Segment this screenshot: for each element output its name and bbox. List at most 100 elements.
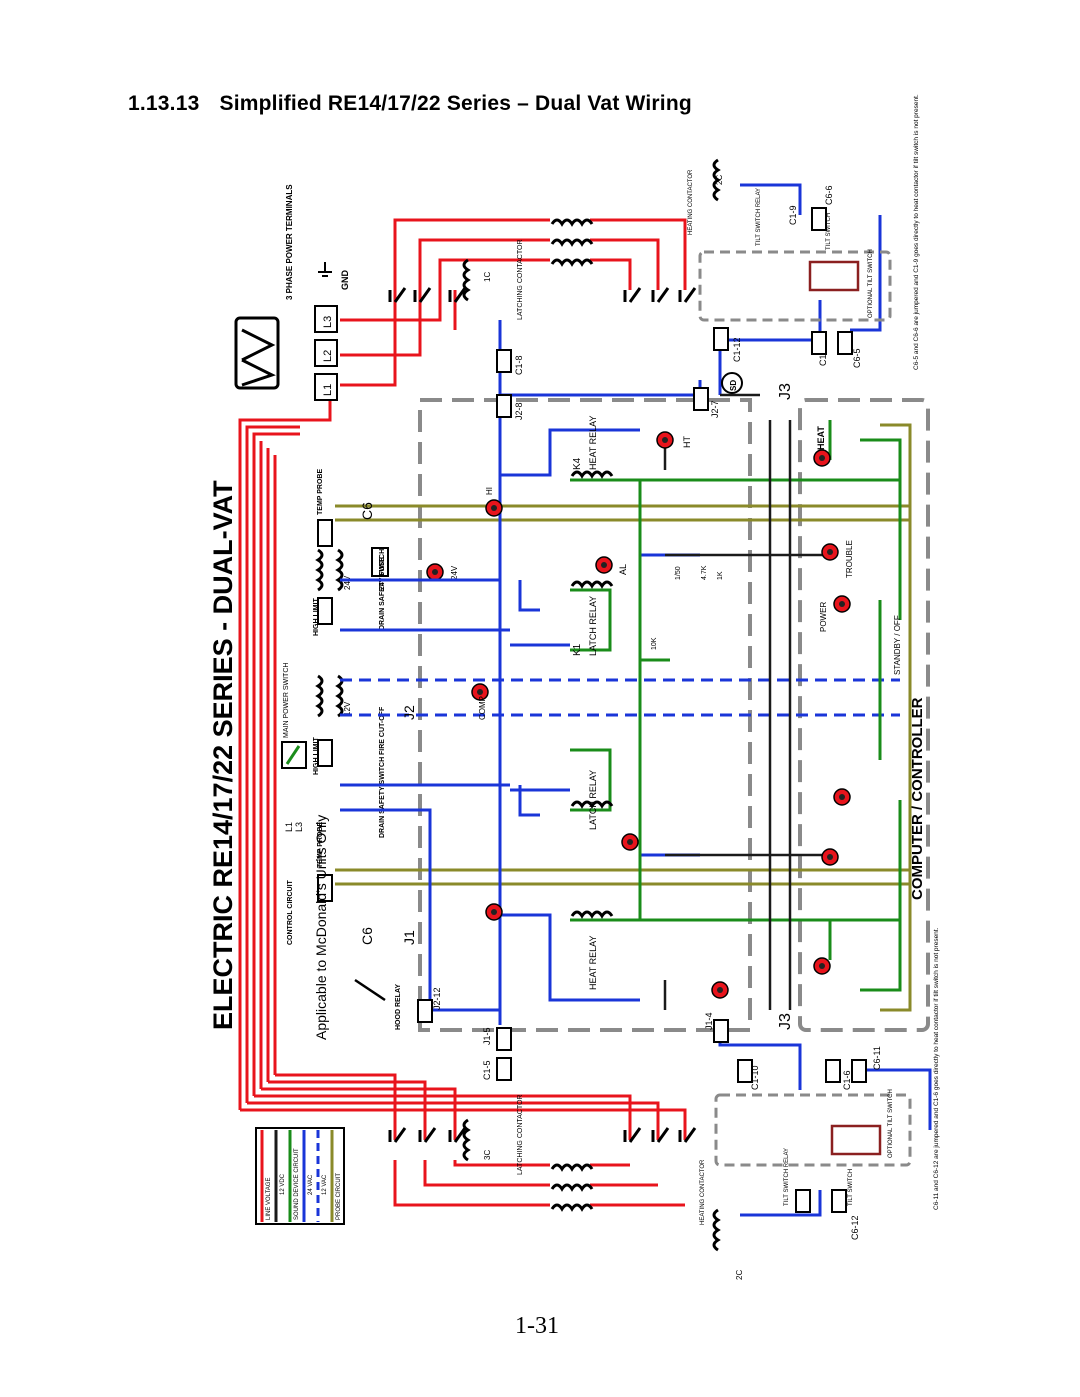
main-switch-l1: L1	[284, 822, 294, 832]
controller-label: COMPUTER / CONTROLLER	[909, 697, 926, 900]
standby-off-label: STANDBY / OFF	[893, 615, 902, 675]
latching-contactor-top: LATCHING CONTACTOR	[517, 239, 524, 320]
pin-j2-12: J2-12	[432, 987, 442, 1010]
temp-probe-label-top: TEMP PROBE	[317, 469, 324, 515]
pin-c1-8: C1-8	[514, 355, 524, 375]
comp-label: COMP	[478, 696, 487, 720]
pin-c1-6: C1-6	[842, 1070, 852, 1090]
applicable-note: Applicable to McDonald's Units Only	[313, 815, 386, 1040]
heating-contactor-top: HEATING CONTACTOR	[688, 169, 694, 235]
tilt-label-top: TILT SWITCH	[826, 213, 832, 250]
fire-cutoff-label: FIRE CUT-OFF	[379, 706, 386, 755]
fuse-24v: 24V FUSE 24V	[371, 547, 459, 590]
controller-box	[418, 398, 752, 1032]
heating-elements-top	[550, 218, 594, 266]
resistor-4-7k: 4.7K	[701, 565, 708, 580]
contactor-coils	[462, 158, 720, 1252]
main-power-switch: MAIN POWER SWITCH L1 L3	[281, 663, 307, 832]
delta-transformer-icon	[234, 316, 280, 390]
pin-c1-4: C1-4	[818, 346, 828, 366]
pin-c1-9: C1-9	[788, 205, 798, 225]
arrow-icon	[354, 978, 386, 1002]
relay-k4-name: LATCH RELAY	[588, 596, 598, 656]
section-heading: 1.13.13 Simplified RE14/17/22 Series – D…	[128, 92, 692, 116]
pin-c1-5: C1-5	[482, 1060, 492, 1080]
legend-sound-device: SOUND DEVICE CIRCUIT	[294, 1148, 300, 1220]
indicator-lamps	[471, 431, 851, 999]
connector-c6-bottom: C6	[359, 927, 375, 945]
pin-labels-top: C1-9 C6-6 C1-12 C1-4 C6-5 C1-8 J2-8 J2-7	[514, 185, 862, 420]
transformer-12v: 12V	[316, 674, 352, 718]
contactor-2c-bottom: 2C	[735, 1270, 744, 1280]
terminal-l2: L2	[322, 350, 334, 362]
note-bottom: C6-11 and C6-12 are jumpered and C1-6 go…	[933, 927, 940, 1210]
contactor-3c: 3C	[483, 1150, 492, 1160]
ground-label: GND	[340, 270, 350, 291]
main-switch-label: MAIN POWER SWITCH	[283, 663, 290, 738]
indicator-ht: HT	[682, 436, 692, 448]
note-top: C6-5 and C6-6 are jumpered and C1-9 goes…	[913, 94, 920, 370]
connector-c6-top: C6	[359, 502, 375, 520]
sound-device-icon	[721, 372, 743, 394]
main-switch-l3: L3	[294, 822, 304, 832]
indicator-heat: HEAT	[816, 426, 826, 450]
legend-probe: PROBE CIRCUIT	[336, 1173, 342, 1220]
resistor-10k: 10K	[651, 637, 658, 650]
contactor-contacts-top	[388, 287, 697, 303]
power-terminals: L3 L2 L1 3 PHASE POWER TERMINALS GND	[285, 184, 350, 401]
indicator-hi: HI	[485, 487, 494, 495]
resistor-1k: 1K	[717, 571, 724, 580]
legend-line-voltage: LINE VOLTAGE	[266, 1178, 272, 1220]
line-voltage-wires	[238, 218, 687, 1207]
optional-tilt-label-top: OPTIONAL TILT SWITCH	[868, 249, 874, 318]
ground-icon	[318, 262, 332, 277]
pin-c1-10: C1-10	[750, 1065, 760, 1090]
contactor-2c-top: 2C	[715, 175, 724, 185]
legend-24vac: 24 VAC	[308, 1174, 314, 1195]
indicator-trouble: TROUBLE	[845, 540, 854, 578]
optional-tilt-box-top	[698, 250, 892, 322]
connector-blocks	[417, 207, 867, 1213]
connector-j2: J2	[401, 705, 417, 720]
tilt-relay-label-bottom: TILT SWITCH RELAY	[784, 1148, 790, 1206]
fuse-label: 24V FUSE	[379, 557, 386, 590]
indicator-al: AL	[618, 564, 628, 575]
transformer-12v-label: 12V	[343, 701, 352, 716]
tilt-label-bottom: TILT SWITCH	[848, 1169, 854, 1206]
probe-symbols	[317, 519, 333, 902]
hood-relay-label: HOOD RELAY	[395, 984, 402, 1030]
connector-j3-top: J3	[777, 383, 794, 400]
diagram-title: ELECTRIC RE14/17/22 SERIES - DUAL-VAT	[208, 480, 238, 1030]
legend: LINE VOLTAGE 12 VDC SOUND DEVICE CIRCUIT…	[255, 1127, 345, 1225]
applicable-note-text: Applicable to McDonald's Units Only	[313, 815, 329, 1040]
relay-k3-name: HEAT RELAY	[588, 415, 598, 470]
component-labels-left: TEMP PROBE TEMP PROBE HIGH LIMIT HIGH LI…	[287, 469, 402, 1030]
connector-j1: J1	[401, 930, 417, 945]
optional-tilt-label-bottom: OPTIONAL TILT SWITCH	[888, 1089, 894, 1158]
legend-12vdc: 12 VDC	[280, 1173, 286, 1195]
relay-k4: K1	[572, 643, 583, 656]
resistor-1-50: 1/50	[675, 566, 682, 580]
terminal-l1: L1	[322, 384, 334, 396]
transformer-24v: 24V	[316, 548, 352, 592]
pin-j2-7: J2-7	[710, 400, 720, 418]
contactor-1c: 1C	[483, 272, 492, 282]
latching-contactor-bottom: LATCHING CONTACTOR	[517, 1094, 524, 1175]
transformer-24v-label: 24V	[343, 575, 352, 590]
heating-elements-bottom	[550, 1163, 594, 1211]
12vac-wires	[340, 678, 900, 717]
relay-k3: K4	[572, 457, 583, 470]
relay-k2-name: HEAT RELAY	[588, 935, 598, 990]
resistors: 1/50 4.7K 1K 10K	[651, 565, 724, 650]
pin-j1-4: J1-4	[704, 1012, 714, 1030]
pin-c6-12: C6-12	[850, 1215, 860, 1240]
pin-labels-bottom: J2-12 J1-5 C1-5 C1-10 C1-6 C6-11 C6-12 J…	[432, 987, 882, 1240]
high-limit-label-top: HIGH LIMIT	[313, 598, 320, 636]
drain-safety-label-top: DRAIN SAFETY SWITCH	[379, 549, 386, 630]
pin-c1-12: C1-12	[732, 337, 742, 362]
connector-j3-bottom: J3	[777, 1013, 794, 1030]
contactor-contacts-bottom	[388, 1127, 697, 1143]
12vdc-wires	[663, 393, 830, 1010]
legend-12vac: 12 VAC	[322, 1174, 328, 1195]
